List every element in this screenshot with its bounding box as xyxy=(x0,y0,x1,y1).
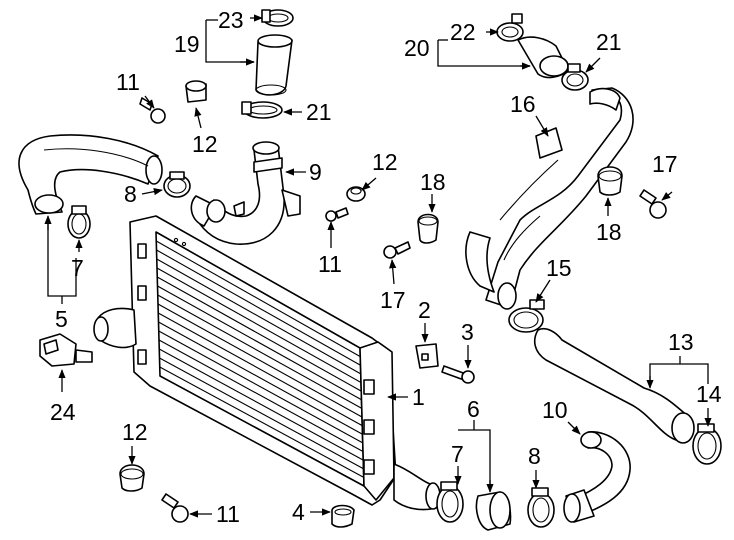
grommet-12-lower xyxy=(119,464,145,492)
fin-line xyxy=(157,294,363,409)
callout-labels: 1 2 3 4 5 6 7 7 8 8 9 10 11 11 11 12 12 … xyxy=(50,7,722,527)
bolt-17-mid xyxy=(383,241,411,259)
bolt-3 xyxy=(441,365,475,384)
sensor-24 xyxy=(39,333,93,367)
fin-line xyxy=(158,321,363,435)
pad-4 xyxy=(331,504,355,528)
callout-18-right: 18 xyxy=(596,219,622,245)
callout-7-lower: 7 xyxy=(451,441,464,467)
callout-15: 15 xyxy=(546,255,572,281)
fin-line xyxy=(156,267,362,383)
hose-clamp-8-lower xyxy=(527,487,555,528)
fin-line xyxy=(158,339,364,452)
bolt-17-right xyxy=(639,189,667,219)
hose-clamp-7-upper xyxy=(67,205,91,239)
callout-14: 14 xyxy=(696,381,722,407)
fin-line xyxy=(157,312,363,427)
fin-line xyxy=(158,348,364,461)
callout-10: 10 xyxy=(542,397,568,423)
hose-clamp-22 xyxy=(496,13,524,42)
callout-19: 19 xyxy=(174,31,200,57)
leader-lines xyxy=(44,14,712,518)
bolt-11-lower xyxy=(161,493,189,523)
callout-5: 5 xyxy=(55,306,68,332)
hose-clamp-15 xyxy=(508,299,545,333)
fin-line xyxy=(155,240,361,358)
fin-line xyxy=(158,330,364,444)
grommet-18-mid xyxy=(417,213,439,244)
fin-line xyxy=(155,231,361,349)
callout-9: 9 xyxy=(309,159,322,185)
charge-hose-left xyxy=(18,134,163,215)
callout-11-upper: 11 xyxy=(116,69,140,95)
callout-12-upper: 12 xyxy=(192,131,218,157)
fin-line xyxy=(156,258,362,375)
fin-line xyxy=(156,249,361,366)
callout-12-lower: 12 xyxy=(122,419,148,445)
callout-20: 20 xyxy=(404,35,430,61)
charge-pipe-16 xyxy=(465,87,634,310)
charge-hose-22 xyxy=(517,36,569,79)
turbo-hose-19 xyxy=(255,34,293,96)
hose-clamp-7-lower xyxy=(436,481,464,523)
callout-13: 13 xyxy=(668,329,694,355)
callout-23: 23 xyxy=(218,7,244,33)
turbo-hose-9 xyxy=(190,141,301,245)
fin-line xyxy=(157,303,363,418)
grommet-18-right xyxy=(597,166,623,196)
charge-hose-13 xyxy=(533,327,695,444)
hose-clamp-21-center xyxy=(241,101,283,119)
fin-line xyxy=(159,366,365,478)
callout-8-upper: 8 xyxy=(124,181,137,207)
callout-4: 4 xyxy=(292,499,305,525)
hose-clamp-14 xyxy=(692,423,722,465)
callout-12-mid: 12 xyxy=(372,149,398,175)
callout-1: 1 xyxy=(412,384,425,410)
callout-24: 24 xyxy=(50,399,76,425)
fin-line xyxy=(159,375,365,487)
bolt-11-mid xyxy=(325,207,349,222)
callout-7-upper: 7 xyxy=(71,255,84,281)
intercooler-core xyxy=(93,215,441,511)
hose-clamp-21-right xyxy=(561,63,589,91)
callout-11-mid: 11 xyxy=(318,251,342,277)
fin-line xyxy=(159,357,364,470)
coupler-sleeve-6 xyxy=(475,491,512,531)
callout-17-right: 17 xyxy=(652,151,678,177)
clip-2 xyxy=(415,343,439,369)
cooling-fins xyxy=(155,231,365,487)
hose-clamp-8-upper xyxy=(163,171,191,198)
bolt-11-upper xyxy=(139,97,166,124)
callout-2: 2 xyxy=(418,297,431,323)
fin-line xyxy=(156,276,362,392)
grommet-12-mid xyxy=(346,186,366,202)
callout-16: 16 xyxy=(510,91,536,117)
callout-21-right: 21 xyxy=(596,29,622,55)
callout-3: 3 xyxy=(461,319,474,345)
callout-22: 22 xyxy=(450,19,476,45)
fin-line xyxy=(157,285,362,401)
charge-hose-10 xyxy=(563,431,631,523)
callout-6: 6 xyxy=(467,396,480,422)
callout-8-lower: 8 xyxy=(528,443,541,469)
callout-21-center: 21 xyxy=(306,99,332,125)
callout-18-mid: 18 xyxy=(420,169,446,195)
grommet-12-upper xyxy=(185,80,207,103)
callout-17-mid: 17 xyxy=(380,287,406,313)
callout-11-lower: 11 xyxy=(216,501,240,527)
hose-clamp-23 xyxy=(261,9,294,27)
